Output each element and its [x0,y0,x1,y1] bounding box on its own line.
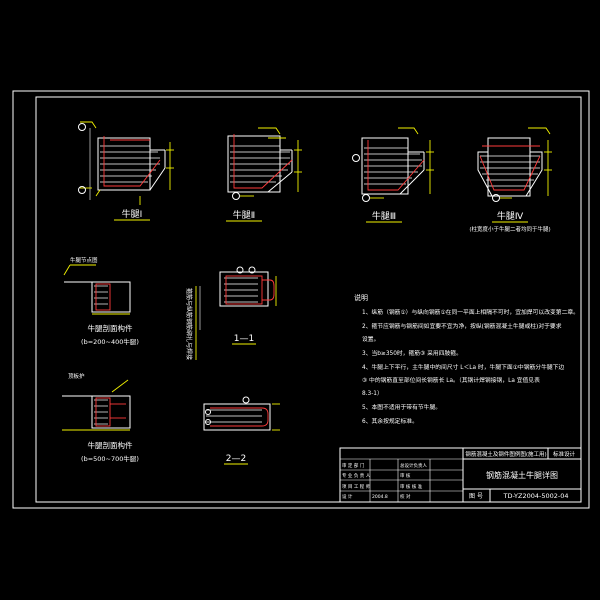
tb-drawing-no: TD-YZ2004-5002-04 [502,492,568,500]
section-2-2-detail [203,396,280,431]
corbel-4 [477,127,552,202]
corbel-1-title: 牛腿Ⅰ [122,208,143,220]
tb-row-1-check: 总设计负责人 [400,462,427,469]
tb-drawing-name: 钢筋混凝土牛腿详图 [486,470,558,480]
corbel-4-subtitle: (柱宽度小于牛腿二者均同于牛腿) [469,225,550,233]
section-detail-b [62,379,131,431]
section-a-subtitle: (b=200~400牛腿) [81,337,139,346]
tb-row-1-role: 审 定 部 门 [342,462,365,469]
section-1-1-label: 1—1 [234,334,254,344]
note-2: 2、箍节应钢筋与钢筋间如宜要不宜为净，按纵(钢筋混凝土牛腿或柱)对于要求 [362,322,562,330]
corbel-2 [227,127,302,200]
tb-sheet-label: 图 号 [469,493,483,500]
vertical-note: 箍筋与纵筋钢筋绑扎与焊接 [185,288,193,360]
tb-row-4-role: 设 计 [342,493,353,500]
note-1: 1、纵筋（钢筋①）与纵向钢筋①在同一平面上相隔不可时，宜加焊可以改变第二章。 [362,308,579,316]
section-1-1-detail [219,266,277,307]
tb-row-2-role: 专 业 负 责 人 [342,472,371,479]
corbel-1 [78,121,174,205]
tb-row-4-check: 校 对 [400,493,411,500]
tb-row-3-role: 项 目 工 程 师 [342,483,371,490]
section-b-title: 牛腿剖面构件 [88,440,133,450]
tb-design-unit: 标准设计 [553,450,576,458]
tb-row-2-check: 审 核 [400,472,411,479]
section-a-tag: 牛腿节点图 [70,256,98,264]
inner-frame [35,96,582,503]
corbel-3 [352,127,434,202]
section-a-title: 牛腿剖面构件 [88,323,133,333]
section-detail-a [63,264,131,315]
notes-heading: 说明 [354,293,368,302]
section-b-tag: 顶板护 [68,372,85,380]
note-3: 3、当b≥350时，箍筋③ 采用四肢箍。 [362,349,462,357]
corbel-2-title: 牛腿Ⅱ [233,209,255,221]
section-b-subtitle: (b=500~700牛腿) [81,454,139,463]
note-4: 4、牛腿上下平行，主牛腿中的间尺寸 L＜La 时，牛腿下面①中钢筋分牛腿下边 [362,363,564,371]
note-4-cont2: 8.3-1） [362,390,383,397]
corbel-3-title: 牛腿Ⅲ [372,210,396,222]
title-block [339,447,582,503]
tb-date: 2004.8 [372,494,388,500]
corbel-4-title: 牛腿Ⅳ [497,210,524,222]
tb-row-3-check: 审 核 核 准 [400,483,423,490]
note-4-cont: ③ 中的钢筋直至部位间长钢筋长 La。（其钢计焊钢接钢，La 宜值见表 [362,376,540,384]
note-2-cont: 设置。 [362,335,379,343]
outer-frame [12,90,590,509]
note-6: 6、其余按规定标准。 [362,417,418,425]
tb-project: 钢筋混凝土及钢件图例图(施工用) [465,450,546,458]
note-5: 5、本图不适用于带有节牛腿。 [362,403,441,411]
section-2-2-label: 2—2 [226,454,246,464]
